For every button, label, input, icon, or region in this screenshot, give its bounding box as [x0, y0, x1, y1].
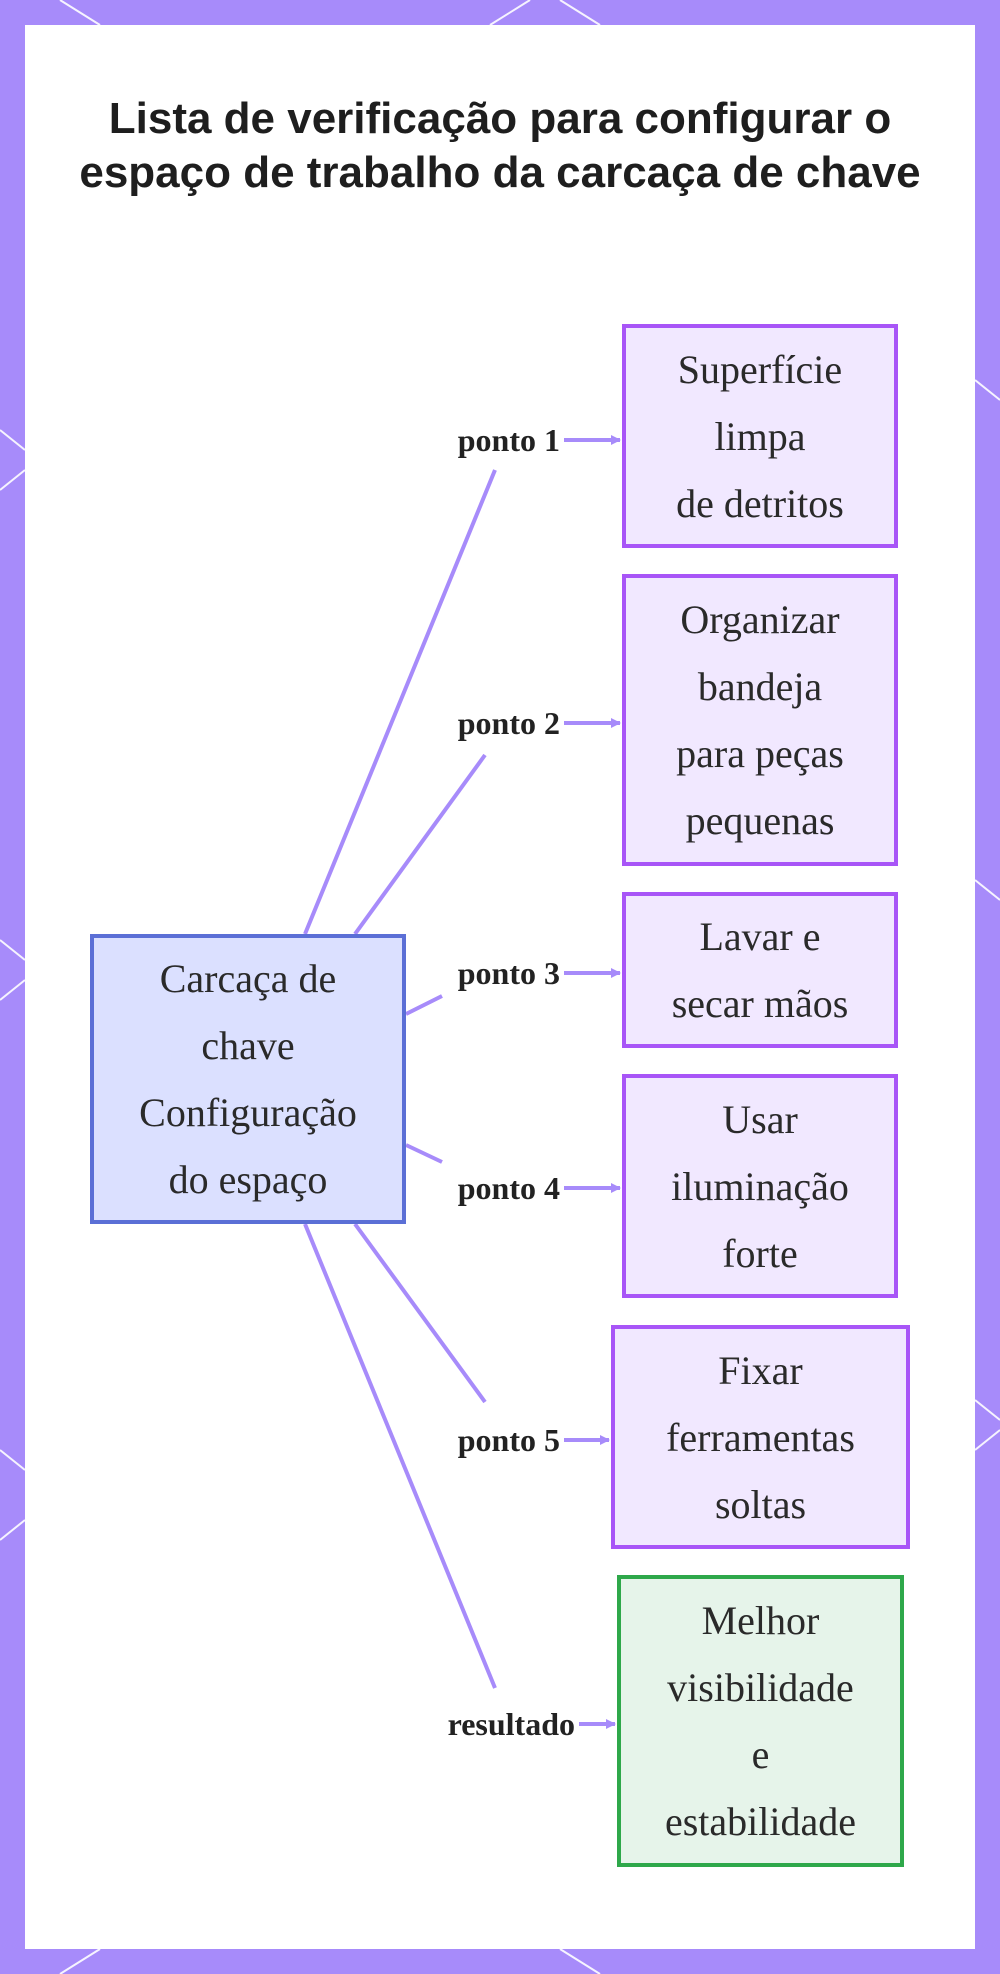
- branch-line-2: [355, 755, 485, 934]
- center-node-text: Carcaça de chave Configuração do espaço: [139, 945, 357, 1213]
- step-node-2: Organizar bandeja para peças pequenas: [622, 574, 898, 866]
- step-node-5: Fixar ferramentas soltas: [611, 1325, 910, 1549]
- edge-label-4: ponto 4: [340, 1168, 560, 1208]
- branch-line-5: [355, 1224, 485, 1402]
- edge-label-2: ponto 2: [340, 703, 560, 743]
- branch-line-3: [406, 996, 442, 1014]
- branch-line-4: [406, 1145, 442, 1162]
- step-node-1: Superfície limpa de detritos: [622, 324, 898, 548]
- step-node-text: Fixar ferramentas soltas: [666, 1337, 855, 1538]
- edge-label-1: ponto 1: [340, 420, 560, 460]
- step-node-3: Lavar e secar mãos: [622, 892, 898, 1048]
- edge-label-5: ponto 5: [340, 1420, 560, 1460]
- edge-label-result: resultado: [355, 1704, 575, 1744]
- result-node: Melhor visibilidade e estabilidade: [617, 1575, 904, 1867]
- step-node-4: Usar iluminação forte: [622, 1074, 898, 1298]
- branch-line-1: [305, 470, 495, 934]
- edge-label-3: ponto 3: [340, 953, 560, 993]
- result-node-text: Melhor visibilidade e estabilidade: [665, 1587, 856, 1855]
- step-node-text: Usar iluminação forte: [671, 1086, 849, 1287]
- step-node-text: Organizar bandeja para peças pequenas: [676, 586, 844, 854]
- step-node-text: Lavar e secar mãos: [672, 903, 849, 1037]
- step-node-text: Superfície limpa de detritos: [676, 336, 844, 537]
